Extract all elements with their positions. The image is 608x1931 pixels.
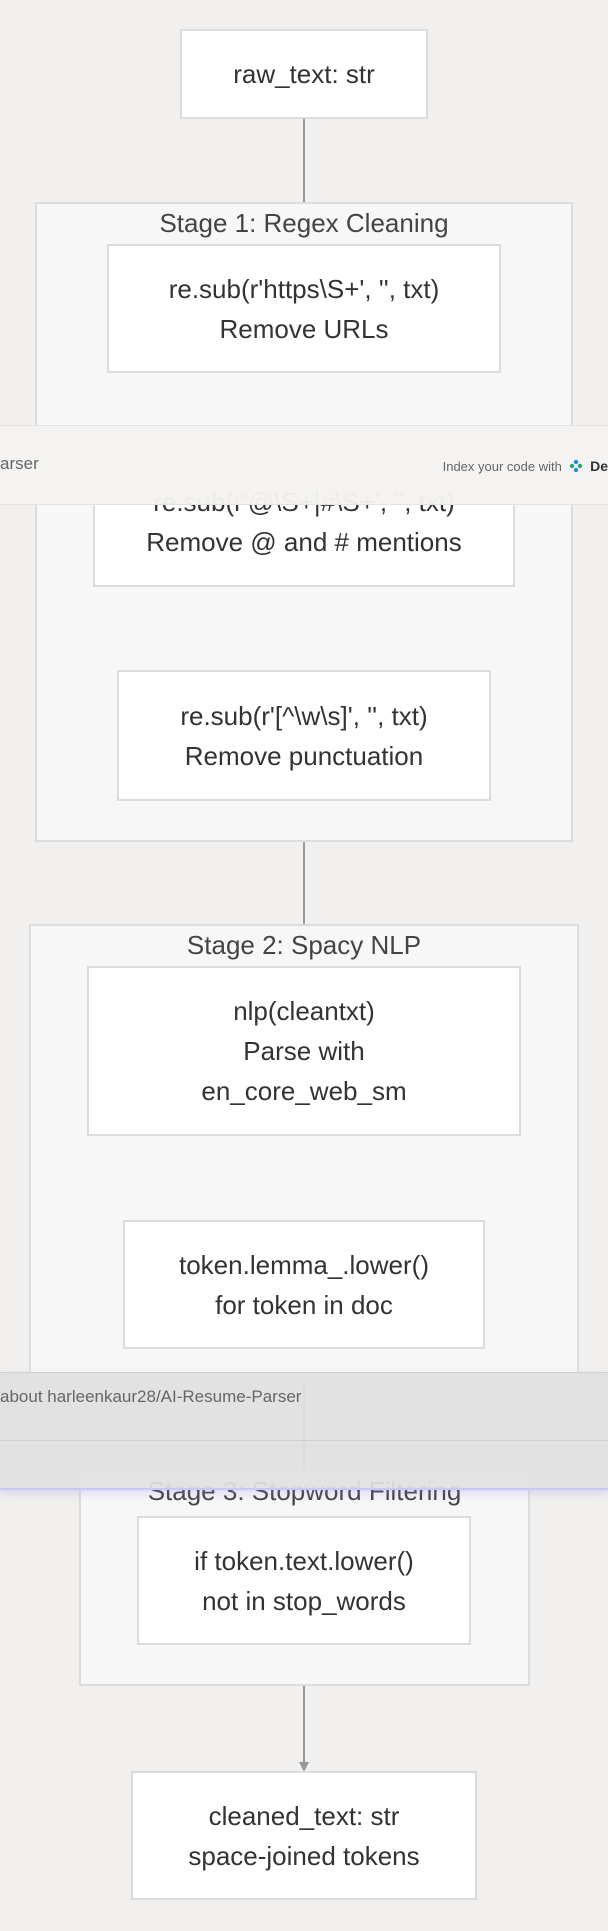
- node-line: re.sub(r'https\S+', '', txt): [168, 273, 440, 304]
- remove-punctuation-node: re.sub(r'[^\w\s]', '', txt) Remove punct…: [117, 670, 491, 801]
- node-line: re.sub(r'[^\w\s]', '', txt): [180, 700, 428, 731]
- brand-name: De: [590, 458, 608, 474]
- node-line: Remove @ and # mentions: [146, 527, 462, 557]
- node-line: nlp(cleantxt): [233, 996, 375, 1026]
- ask-question-bar[interactable]: about harleenkaur28/AI-Resume-Parser: [0, 1372, 608, 1490]
- node-line: space-joined tokens: [188, 1840, 420, 1871]
- node-line: Remove punctuation: [184, 740, 424, 771]
- top-banner: arser Index your code with De: [0, 425, 608, 505]
- index-code-cta[interactable]: Index your code with De: [443, 458, 608, 474]
- node-line: cleaned_text: str: [208, 1800, 400, 1831]
- index-code-label: Index your code with: [442, 459, 562, 474]
- output-node: cleaned_text: str space-joined tokens: [131, 1771, 477, 1900]
- lemmatize-node: token.lemma_.lower() for token in doc: [123, 1220, 485, 1349]
- node-line: token.lemma_.lower(): [179, 1249, 429, 1280]
- stage-1-title: Stage 1: Regex Cleaning: [159, 208, 449, 238]
- stopword-filter-node: if token.text.lower() not in stop_words: [137, 1516, 471, 1645]
- node-line: not in stop_words: [202, 1585, 406, 1616]
- node-line: Parse with: [243, 1036, 365, 1066]
- bar-divider: [0, 1440, 608, 1441]
- repo-name-fragment[interactable]: arser: [0, 454, 39, 473]
- remove-urls-node: re.sub(r'https\S+', '', txt) Remove URLs: [107, 244, 501, 373]
- node-line: en_core_web_sm: [201, 1076, 407, 1106]
- node-line: Remove URLs: [219, 313, 389, 344]
- nlp-parse-node: nlp(cleantxt) Parse with en_core_web_sm: [87, 966, 521, 1136]
- input-node: raw_text: str: [180, 29, 428, 119]
- node-line: for token in doc: [215, 1289, 393, 1320]
- node-line: raw_text: str: [233, 59, 375, 89]
- stage-2-title: Stage 2: Spacy NLP: [186, 930, 422, 960]
- deepwiki-logo-icon: [570, 459, 583, 473]
- ask-question-text: about harleenkaur28/AI-Resume-Parser: [0, 1387, 302, 1406]
- node-line: if token.text.lower(): [194, 1545, 414, 1576]
